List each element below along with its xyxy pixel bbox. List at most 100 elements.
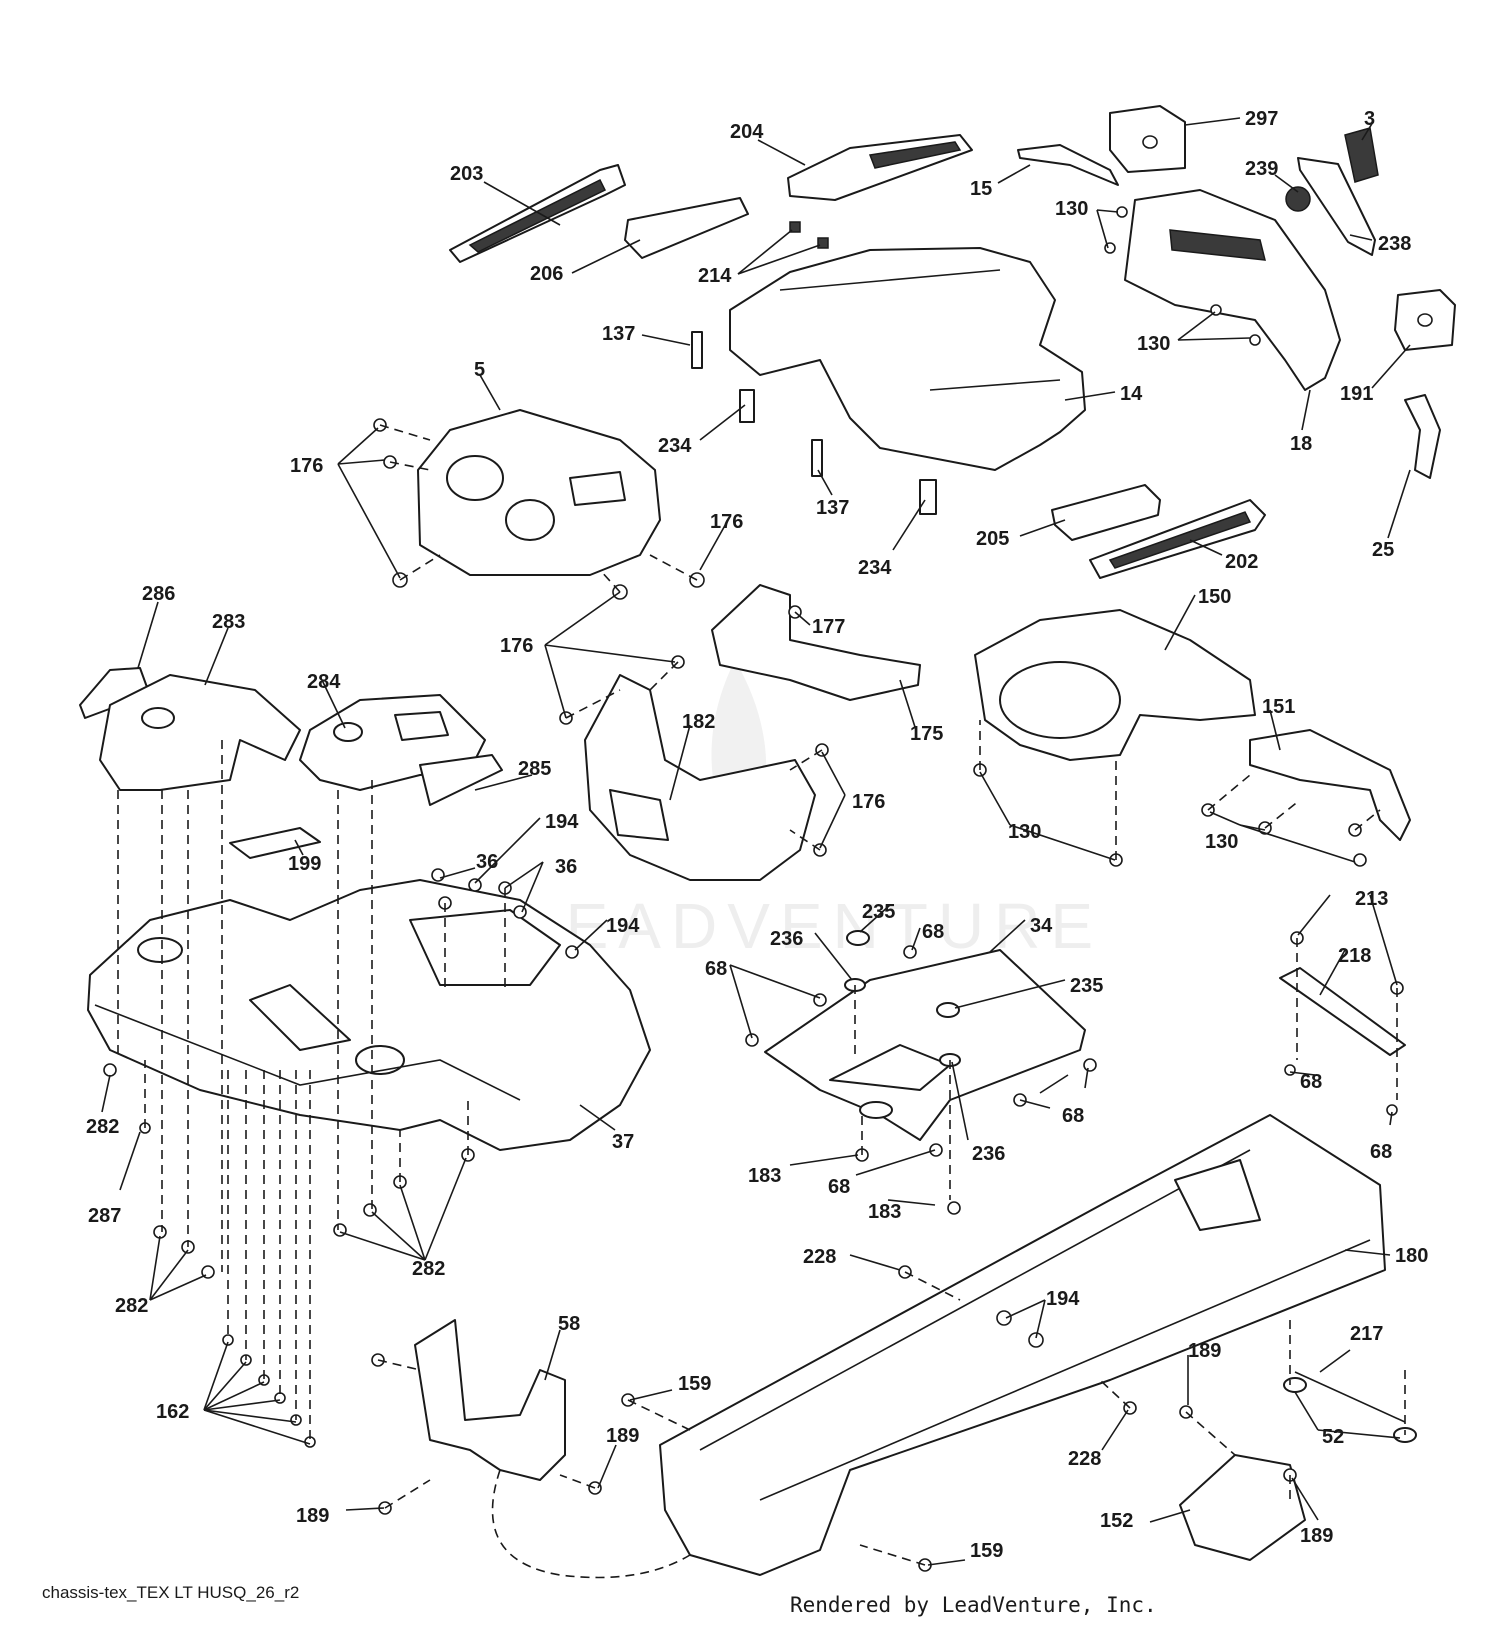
- part-180-frame: [659, 1114, 1386, 1576]
- part-205-side-duct: [1051, 484, 1161, 541]
- callout-282: 282: [412, 1258, 445, 1280]
- callout-159: 159: [970, 1540, 1003, 1562]
- part-25-trim: [1404, 394, 1441, 479]
- part-5-dash-panel: [417, 409, 661, 576]
- callout-189: 189: [296, 1505, 329, 1527]
- callout-297: 297: [1245, 108, 1278, 130]
- callout-68: 68: [828, 1176, 850, 1198]
- callout-191: 191: [1340, 383, 1373, 405]
- callout-14: 14: [1120, 383, 1143, 405]
- callout-199: 199: [288, 853, 321, 875]
- part-238-panel: [1297, 157, 1376, 256]
- callout-150: 150: [1198, 586, 1231, 608]
- part-151-bracket: [1249, 729, 1411, 841]
- callout-180: 180: [1395, 1245, 1428, 1267]
- callout-287: 287: [88, 1205, 121, 1227]
- part-285-bezel: [419, 754, 503, 806]
- callout-176: 176: [290, 455, 323, 477]
- part-15-trim: [1017, 144, 1119, 186]
- render-credit: Rendered by LeadVenture, Inc.: [790, 1593, 1157, 1617]
- callout-34: 34: [1030, 915, 1053, 937]
- part-283-left-console: [99, 674, 301, 791]
- callout-234: 234: [858, 557, 892, 579]
- callout-217: 217: [1350, 1323, 1383, 1345]
- callout-162: 162: [156, 1401, 189, 1423]
- callout-189: 189: [1300, 1525, 1333, 1547]
- callout-286: 286: [142, 583, 175, 605]
- callout-236: 236: [770, 928, 803, 950]
- callout-235: 235: [1070, 975, 1103, 997]
- callout-234: 234: [658, 435, 692, 457]
- callout-176: 176: [710, 511, 743, 533]
- assembly-lines: [117, 424, 1406, 1579]
- callout-218: 218: [1338, 945, 1371, 967]
- callout-236: 236: [972, 1143, 1005, 1165]
- part-218-bracket: [1279, 967, 1406, 1056]
- leader-lines: [101, 117, 1411, 1566]
- callout-68: 68: [922, 921, 944, 943]
- part-202-side-grille: [1089, 499, 1266, 579]
- part-150-shroud: [974, 609, 1256, 761]
- callout-285: 285: [518, 758, 551, 780]
- part-34-plate: [764, 949, 1086, 1141]
- callout-68: 68: [1370, 1141, 1392, 1163]
- part-191-cap: [1394, 289, 1456, 351]
- part-214-clips: [789, 221, 829, 249]
- part-37-fender: [87, 879, 651, 1151]
- part-3-emblem: [1344, 127, 1379, 183]
- callout-175: 175: [910, 723, 943, 745]
- part-297-cap: [1109, 105, 1186, 173]
- callout-130: 130: [1137, 333, 1170, 355]
- callout-182: 182: [682, 711, 715, 733]
- part-203-side-grille: [449, 164, 626, 263]
- callout-36: 36: [555, 856, 577, 878]
- callout-15: 15: [970, 178, 992, 200]
- callout-159: 159: [678, 1373, 711, 1395]
- callout-189: 189: [1188, 1340, 1221, 1362]
- callout-238: 238: [1378, 233, 1411, 255]
- callout-204: 204: [730, 121, 764, 143]
- callout-137: 137: [602, 323, 635, 345]
- callout-36: 36: [476, 851, 498, 873]
- callout-228: 228: [803, 1246, 836, 1268]
- callout-68: 68: [1300, 1071, 1322, 1093]
- part-206-air-duct: [624, 197, 749, 259]
- callout-202: 202: [1225, 551, 1258, 573]
- part-137-pad: [691, 331, 823, 477]
- callout-177: 177: [812, 616, 845, 638]
- part-175-bracket: [711, 584, 921, 701]
- part-58-bracket: [414, 1319, 566, 1481]
- callout-151: 151: [1262, 696, 1295, 718]
- callout-5: 5: [474, 359, 485, 381]
- callout-228: 228: [1068, 1448, 1101, 1470]
- callout-176: 176: [500, 635, 533, 657]
- callout-205: 205: [976, 528, 1009, 550]
- callout-18: 18: [1290, 433, 1312, 455]
- callout-52: 52: [1322, 1426, 1344, 1448]
- part-199-plate: [229, 827, 321, 859]
- callout-137: 137: [816, 497, 849, 519]
- callout-183: 183: [748, 1165, 781, 1187]
- callout-labels: 203 204 297 3 15 239 130 238 206 214 137…: [86, 108, 1428, 1562]
- part-239-emblem-ring: [1285, 186, 1311, 212]
- callout-235: 235: [862, 901, 895, 923]
- callout-194: 194: [1046, 1288, 1080, 1310]
- callout-68: 68: [1062, 1105, 1084, 1127]
- part-217-rod: [1294, 1371, 1406, 1423]
- callout-206: 206: [530, 263, 563, 285]
- callout-283: 283: [212, 611, 245, 633]
- callout-176: 176: [852, 791, 885, 813]
- callout-58: 58: [558, 1313, 580, 1335]
- callout-194: 194: [606, 915, 640, 937]
- callout-189: 189: [606, 1425, 639, 1447]
- callout-37: 37: [612, 1131, 634, 1153]
- callout-130: 130: [1008, 821, 1041, 843]
- part-18-front-nose: [1124, 189, 1341, 391]
- part-235-spacers: [846, 930, 960, 1018]
- callout-214: 214: [698, 265, 732, 287]
- callout-213: 213: [1355, 888, 1388, 910]
- callout-239: 239: [1245, 158, 1278, 180]
- part-234-pad: [739, 389, 937, 515]
- callout-203: 203: [450, 163, 483, 185]
